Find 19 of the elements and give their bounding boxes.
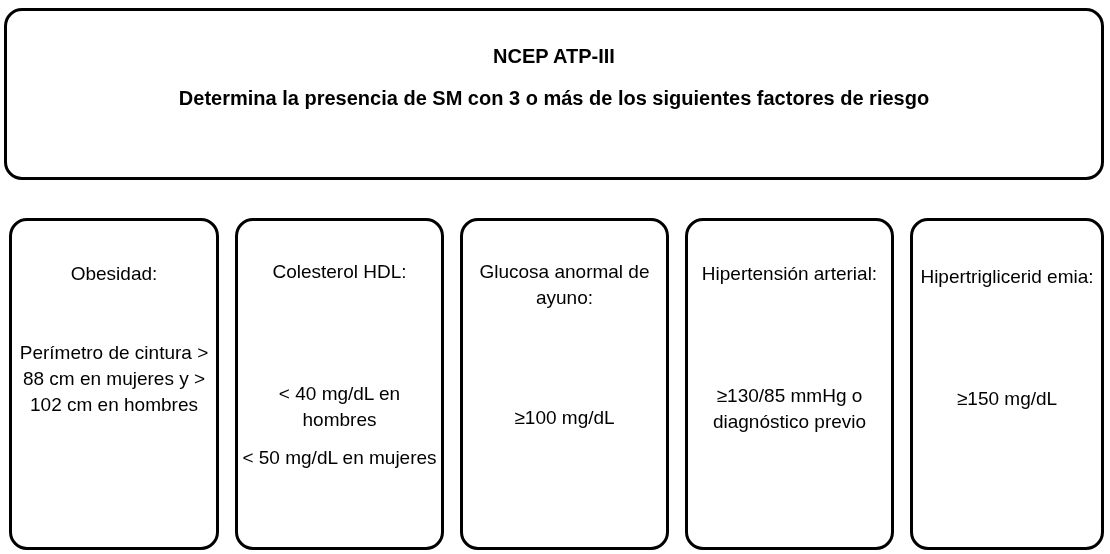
criterion-box [910,218,1104,550]
criterion-title: Hipertriglicerid emia: [919,265,1095,289]
criterion-title: Obesidad: [69,262,159,286]
criterion-value: ≥100 mg/dL [513,406,616,430]
criterion-value: ≥130/85 mmHg o diagnóstico previo [711,384,868,434]
criterion-box [235,218,444,550]
criterion-box [685,218,894,550]
criterion-value: ≥150 mg/dL [955,387,1059,411]
criterion-title: Hipertensión arterial: [700,262,879,286]
criterion-title: Glucosa anormal de ayuno: [478,260,651,310]
criterion-value: Perímetro de cintura > 88 cm en mujeres y > 102 cm en hombres [18,341,210,417]
criterion-title: Colesterol HDL: [271,260,408,284]
criterion-box [9,218,219,550]
header-title: NCEP ATP-III [492,45,616,68]
criterion-value: < 40 mg/dL en hombres [277,382,402,432]
criterion-value: < 50 mg/dL en mujeres [242,446,437,470]
header-text: Determina la presencia de SM con 3 o más de los siguientes factores de riesgo [177,87,931,110]
header-box [4,8,1104,180]
criterion-box [460,218,669,550]
